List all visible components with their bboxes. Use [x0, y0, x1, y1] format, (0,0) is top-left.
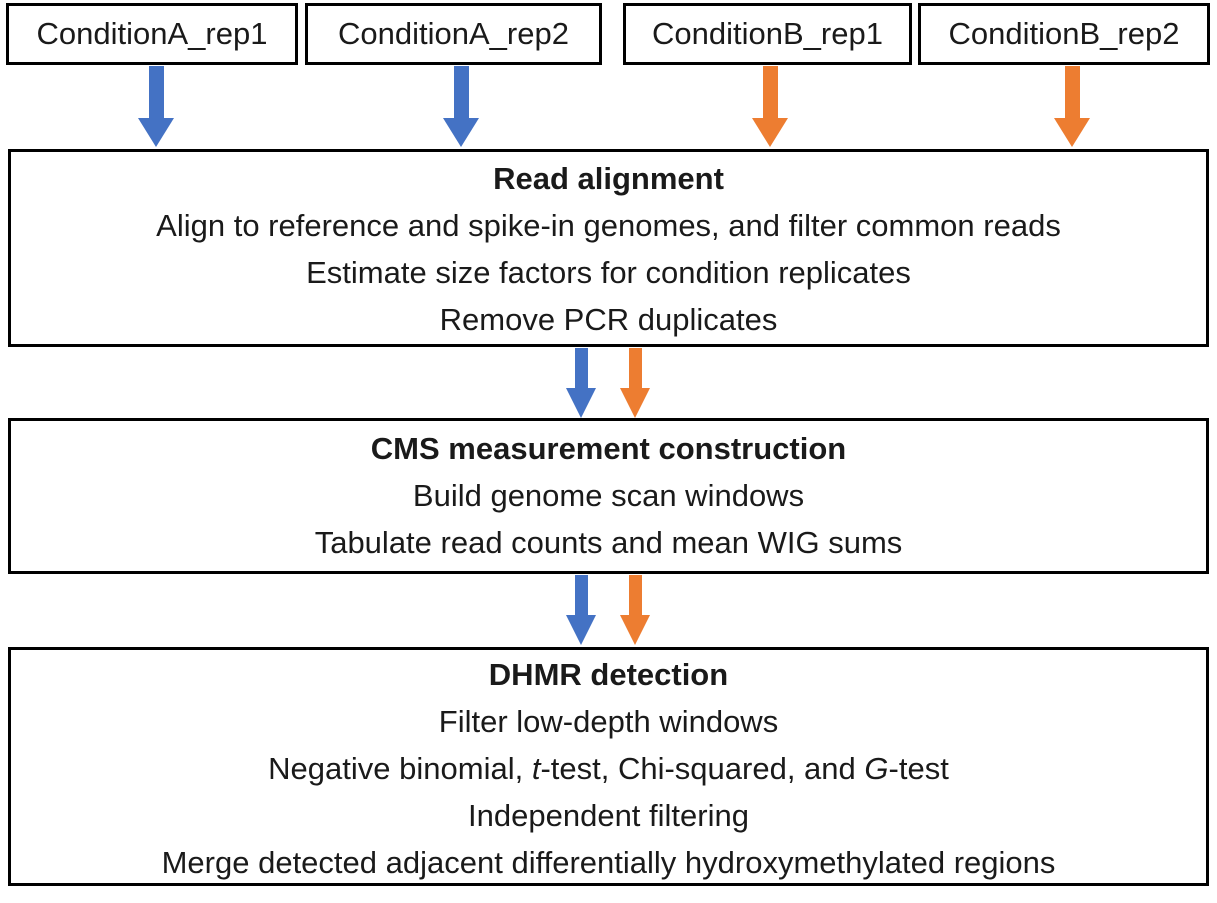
input-label: ConditionA_rep2: [338, 16, 569, 51]
stage-line: Independent filtering: [468, 798, 749, 833]
stage-line: Align to reference and spike-in genomes,…: [156, 208, 1061, 243]
flow-arrow-condition-b-rep1: [752, 66, 788, 147]
arrow-shaft: [762, 66, 778, 118]
t-test-italic: t: [531, 751, 541, 786]
arrow-head-icon: [443, 118, 479, 147]
flow-arrow-condition-a-rep2: [443, 66, 479, 147]
arrow-head-icon: [620, 388, 650, 418]
stage-title: Read alignment: [493, 161, 724, 196]
arrow-head-icon: [752, 118, 788, 147]
flow-arrow-condition-b-rep2: [1054, 66, 1090, 147]
input-label: ConditionA_rep1: [36, 16, 268, 51]
input-label: ConditionB_rep1: [652, 16, 883, 51]
arrow-shaft: [628, 348, 642, 388]
flow-arrow-blue-to-dhmr: [566, 575, 596, 645]
input-box-condition-a-rep1: ConditionA_rep1: [6, 3, 298, 65]
stage-title: DHMR detection: [488, 657, 729, 692]
stage-line: Estimate size factors for condition repl…: [306, 255, 911, 290]
stage-box-dhmr-detection: DHMR detection Filter low-depth windows …: [8, 647, 1209, 886]
stage-title: CMS measurement construction: [370, 431, 847, 466]
stage-line: Tabulate read counts and mean WIG sums: [314, 525, 903, 560]
input-box-condition-a-rep2: ConditionA_rep2: [305, 3, 602, 65]
arrow-shaft: [453, 66, 469, 118]
flow-arrow-blue-to-cms: [566, 348, 596, 418]
stage-line: Build genome scan windows: [412, 478, 805, 513]
stage-box-cms-measurement: CMS measurement construction Build genom…: [8, 418, 1209, 574]
arrow-shaft: [148, 66, 164, 118]
flow-arrow-orange-to-dhmr: [620, 575, 650, 645]
g-test-italic: G: [864, 751, 889, 786]
stage-line: Merge detected adjacent differentially h…: [161, 845, 1056, 880]
arrow-head-icon: [1054, 118, 1090, 147]
stage-line: Remove PCR duplicates: [439, 302, 778, 337]
arrow-head-icon: [620, 615, 650, 645]
input-box-condition-b-rep1: ConditionB_rep1: [623, 3, 912, 65]
test-line-segment: Negative binomial,: [268, 751, 532, 786]
arrow-head-icon: [138, 118, 174, 147]
arrow-head-icon: [566, 388, 596, 418]
arrow-shaft: [1064, 66, 1080, 118]
input-box-condition-b-rep2: ConditionB_rep2: [918, 3, 1210, 65]
stage-line: Filter low-depth windows: [438, 704, 779, 739]
arrow-shaft: [574, 575, 588, 615]
stage-box-read-alignment: Read alignment Align to reference and sp…: [8, 149, 1209, 347]
input-label: ConditionB_rep2: [948, 16, 1180, 51]
test-line-segment: -test: [888, 751, 949, 786]
flow-arrow-orange-to-cms: [620, 348, 650, 418]
test-line-segment: -test, Chi-squared, and: [540, 751, 865, 786]
arrow-head-icon: [566, 615, 596, 645]
flow-arrow-condition-a-rep1: [138, 66, 174, 147]
arrow-shaft: [628, 575, 642, 615]
stage-line-statistical-tests: Negative binomial, t-test, Chi-squared, …: [11, 745, 1206, 792]
arrow-shaft: [574, 348, 588, 388]
